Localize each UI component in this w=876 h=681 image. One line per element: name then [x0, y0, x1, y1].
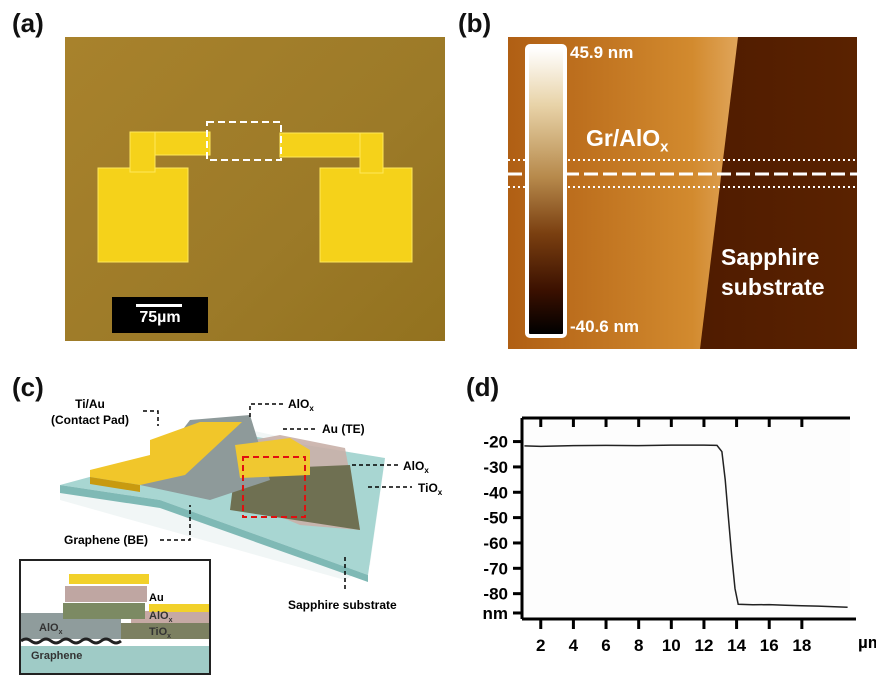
callout-alox-right: AlOx — [403, 459, 429, 475]
colorbar — [525, 44, 567, 338]
callout-tiox: TiOx — [418, 481, 443, 497]
series-line — [524, 444, 848, 609]
device-schematic: Ti/Au (Contact Pad) AlOx Au (TE) AlOx Ti… — [51, 397, 443, 612]
callout-contact-pad: (Contact Pad) — [51, 413, 129, 427]
inset-au: Au — [149, 592, 164, 604]
y-tick-label: -20 — [483, 433, 508, 452]
y-tick-label: -60 — [483, 534, 508, 553]
left-pad — [97, 167, 189, 263]
device-pads — [97, 121, 413, 263]
x-tick-label: 16 — [760, 636, 779, 655]
inset-alox-left-label: AlOx — [39, 622, 63, 636]
inset-graphene-label: Graphene — [31, 650, 82, 662]
inset-alox: AlOx — [149, 610, 173, 624]
colorbar-max: 45.9 nm — [570, 43, 634, 62]
dashed-region-box — [206, 121, 282, 161]
x-tick-label: 2 — [536, 636, 545, 655]
inset-graphene — [21, 637, 122, 645]
panel-a-label: (a) — [12, 8, 44, 38]
y-tick-label: -40 — [483, 483, 508, 502]
callout-graphene-be: Graphene (BE) — [64, 533, 148, 547]
x-tick-label: 12 — [694, 636, 713, 655]
scale-bar: 75µm — [112, 297, 208, 333]
graphene-region — [140, 415, 270, 500]
y-tick-label: -50 — [483, 509, 508, 528]
right-pad — [319, 167, 413, 263]
optical-micrograph: 75µm — [65, 37, 445, 341]
callout-ti-au: Ti/Au — [75, 397, 105, 411]
x-tick-label: 4 — [569, 636, 579, 655]
y-tick-label: -30 — [483, 458, 508, 477]
y-tick-label: -80 — [483, 585, 508, 604]
panel-b-label: (b) — [458, 8, 492, 38]
x-axis-label: µm — [858, 633, 876, 652]
y-axis-label: nm — [483, 604, 509, 623]
panel-d-label: (d) — [466, 372, 500, 402]
callout-sapphire: Sapphire substrate — [288, 598, 397, 612]
colorbar-min: -40.6 nm — [570, 317, 639, 336]
x-tick-label: 6 — [601, 636, 610, 655]
x-tick-label: 10 — [662, 636, 681, 655]
cross-section-inset: Au AlOx TiOx AlOx Graphene — [19, 559, 211, 675]
x-tick-label: 8 — [634, 636, 643, 655]
callout-au-te: Au (TE) — [322, 422, 365, 436]
panel-c-label: (c) — [12, 372, 44, 402]
scale-bar-line — [136, 304, 182, 307]
top-electrode — [235, 438, 310, 478]
contact-pad — [90, 422, 242, 485]
callout-alox-top: AlOx — [288, 397, 314, 413]
x-tick-label: 18 — [792, 636, 811, 655]
plot-area — [522, 418, 850, 619]
x-tick-label: 14 — [727, 636, 746, 655]
scale-bar-text: 75µm — [139, 309, 181, 326]
inset-tiox: TiOx — [149, 626, 171, 640]
y-tick-label: -70 — [483, 559, 508, 578]
zoom-box — [242, 456, 306, 518]
region-label-gr-alox: Gr/AlOx — [586, 125, 669, 156]
